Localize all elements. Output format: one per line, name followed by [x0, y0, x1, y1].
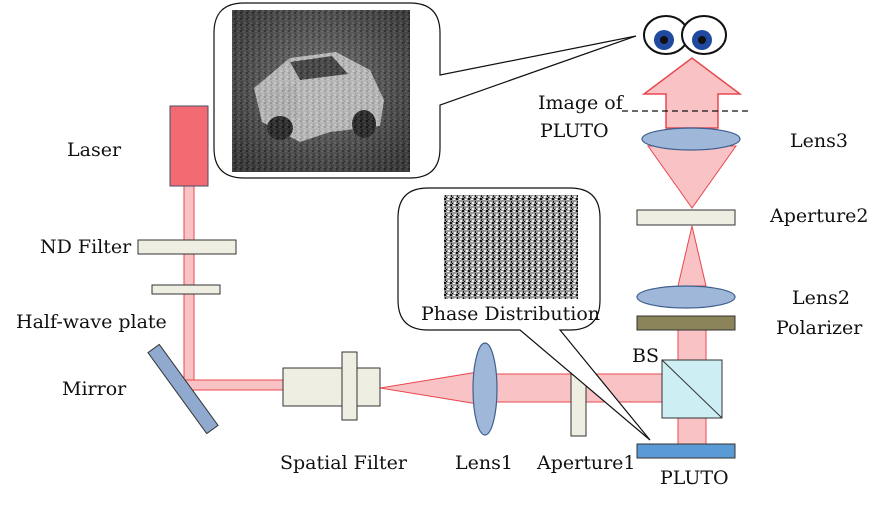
- speckle-pattern: [444, 195, 578, 299]
- car-photo: [232, 10, 410, 172]
- label-lens2: Lens2: [792, 287, 850, 309]
- lens2: [636, 285, 736, 309]
- label-polarizer: Polarizer: [776, 317, 863, 339]
- spatial-filter: [282, 351, 381, 421]
- nd-filter: [137, 239, 237, 255]
- label-bs: BS: [632, 345, 659, 367]
- laser-body: [169, 105, 209, 187]
- label-lens3: Lens3: [790, 130, 848, 152]
- label-aperture1: Aperture1: [536, 452, 636, 474]
- label-laser: Laser: [67, 139, 122, 161]
- phase-callout: [397, 187, 651, 441]
- label-nd-filter: ND Filter: [40, 236, 132, 258]
- beam-splitter: [661, 359, 723, 419]
- label-image-of: Image of: [538, 92, 625, 114]
- aperture2: [636, 209, 736, 226]
- image-callout: [213, 2, 637, 179]
- label-half-wave-plate: Half-wave plate: [16, 311, 167, 333]
- lens1: [472, 342, 498, 436]
- mirror: [147, 343, 219, 435]
- label-image-of-pluto: PLUTO: [540, 120, 609, 142]
- eyes-icon: [643, 15, 727, 55]
- label-aperture2: Aperture2: [769, 205, 869, 227]
- label-pluto: PLUTO: [660, 467, 729, 489]
- label-spatial-filter: Spatial Filter: [280, 452, 408, 474]
- label-phase-distribution: Phase Distribution: [421, 303, 600, 325]
- pluto-slm: [636, 443, 736, 459]
- lens3: [641, 127, 741, 151]
- polarizer: [636, 315, 736, 331]
- label-mirror: Mirror: [62, 378, 127, 400]
- label-lens1: Lens1: [455, 452, 513, 474]
- half-wave-plate: [151, 284, 221, 295]
